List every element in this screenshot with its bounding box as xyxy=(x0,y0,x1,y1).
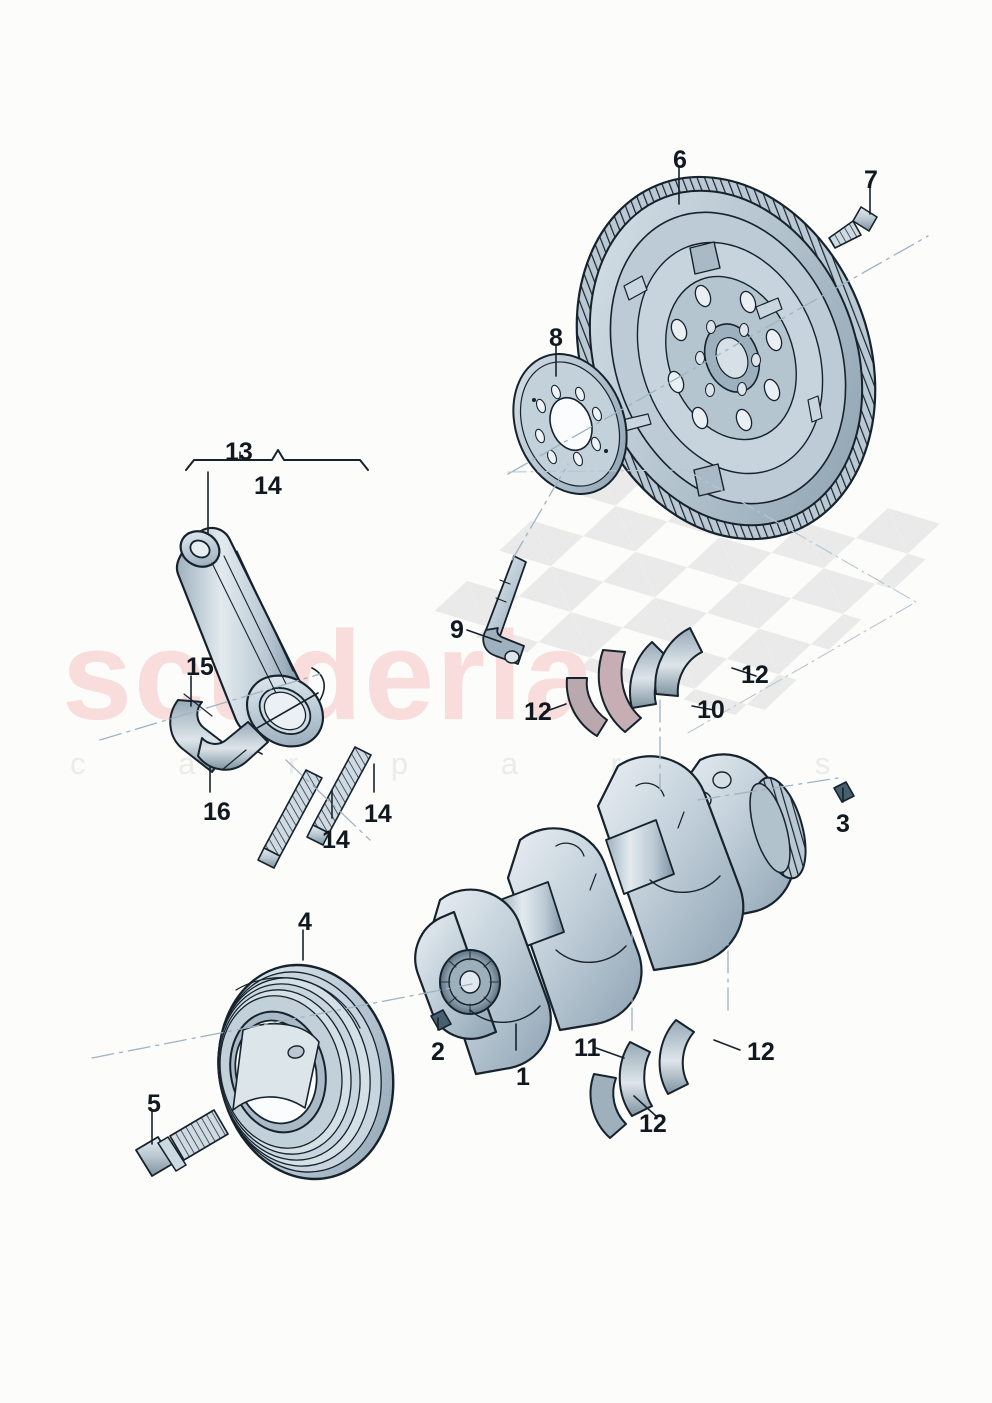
flywheel-backing-plate-art xyxy=(512,353,628,495)
callout-8: 8 xyxy=(549,324,563,352)
callout-2a: 2 xyxy=(431,1038,445,1066)
connecting-rod-bolt-art xyxy=(257,746,372,869)
callout-12d: 12 xyxy=(639,1110,667,1138)
callout-12a: 12 xyxy=(741,661,769,689)
scuderia-watermark: scuderia xyxy=(62,605,597,746)
conrod-bearing-shell-art xyxy=(169,693,269,773)
callout-10: 10 xyxy=(697,696,725,724)
dowel-pin-art xyxy=(430,781,855,1031)
callout-14c: 14 xyxy=(364,800,392,828)
callout-1: 1 xyxy=(516,1063,530,1091)
callout-16: 16 xyxy=(203,798,231,826)
callout-9: 9 xyxy=(450,616,464,644)
callout-12c: 12 xyxy=(747,1038,775,1066)
callout-4: 4 xyxy=(298,908,312,936)
oil-spray-jet-art xyxy=(482,555,527,665)
crankshaft-pulley-art xyxy=(217,963,395,1181)
pulley-bolt-art xyxy=(135,1109,229,1177)
callout-14b: 14 xyxy=(322,826,350,854)
connecting-rod-art xyxy=(175,526,325,755)
flywheel-bolt-art xyxy=(828,206,878,249)
dual-mass-flywheel-art xyxy=(575,175,877,541)
crankshaft-art xyxy=(414,753,807,1076)
callout-3: 3 xyxy=(836,810,850,838)
callout-12b: 12 xyxy=(524,698,552,726)
callout-14a: 14 xyxy=(254,472,282,500)
callout-11: 11 xyxy=(574,1034,601,1062)
callout-6: 6 xyxy=(673,146,687,174)
callout-15: 15 xyxy=(186,653,214,681)
callout-7: 7 xyxy=(864,166,878,194)
callout-5: 5 xyxy=(147,1090,161,1118)
main-bearing-shell-art xyxy=(565,627,703,1139)
callout-13: 13 xyxy=(225,438,253,466)
